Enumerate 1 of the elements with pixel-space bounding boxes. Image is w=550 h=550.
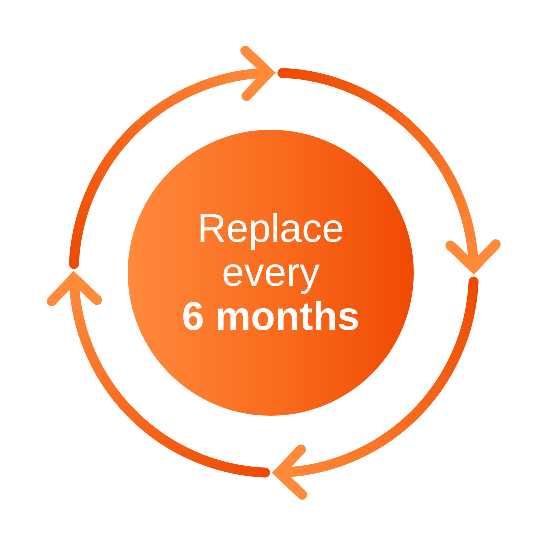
circle-label: Replace every 6 months bbox=[181, 207, 361, 339]
